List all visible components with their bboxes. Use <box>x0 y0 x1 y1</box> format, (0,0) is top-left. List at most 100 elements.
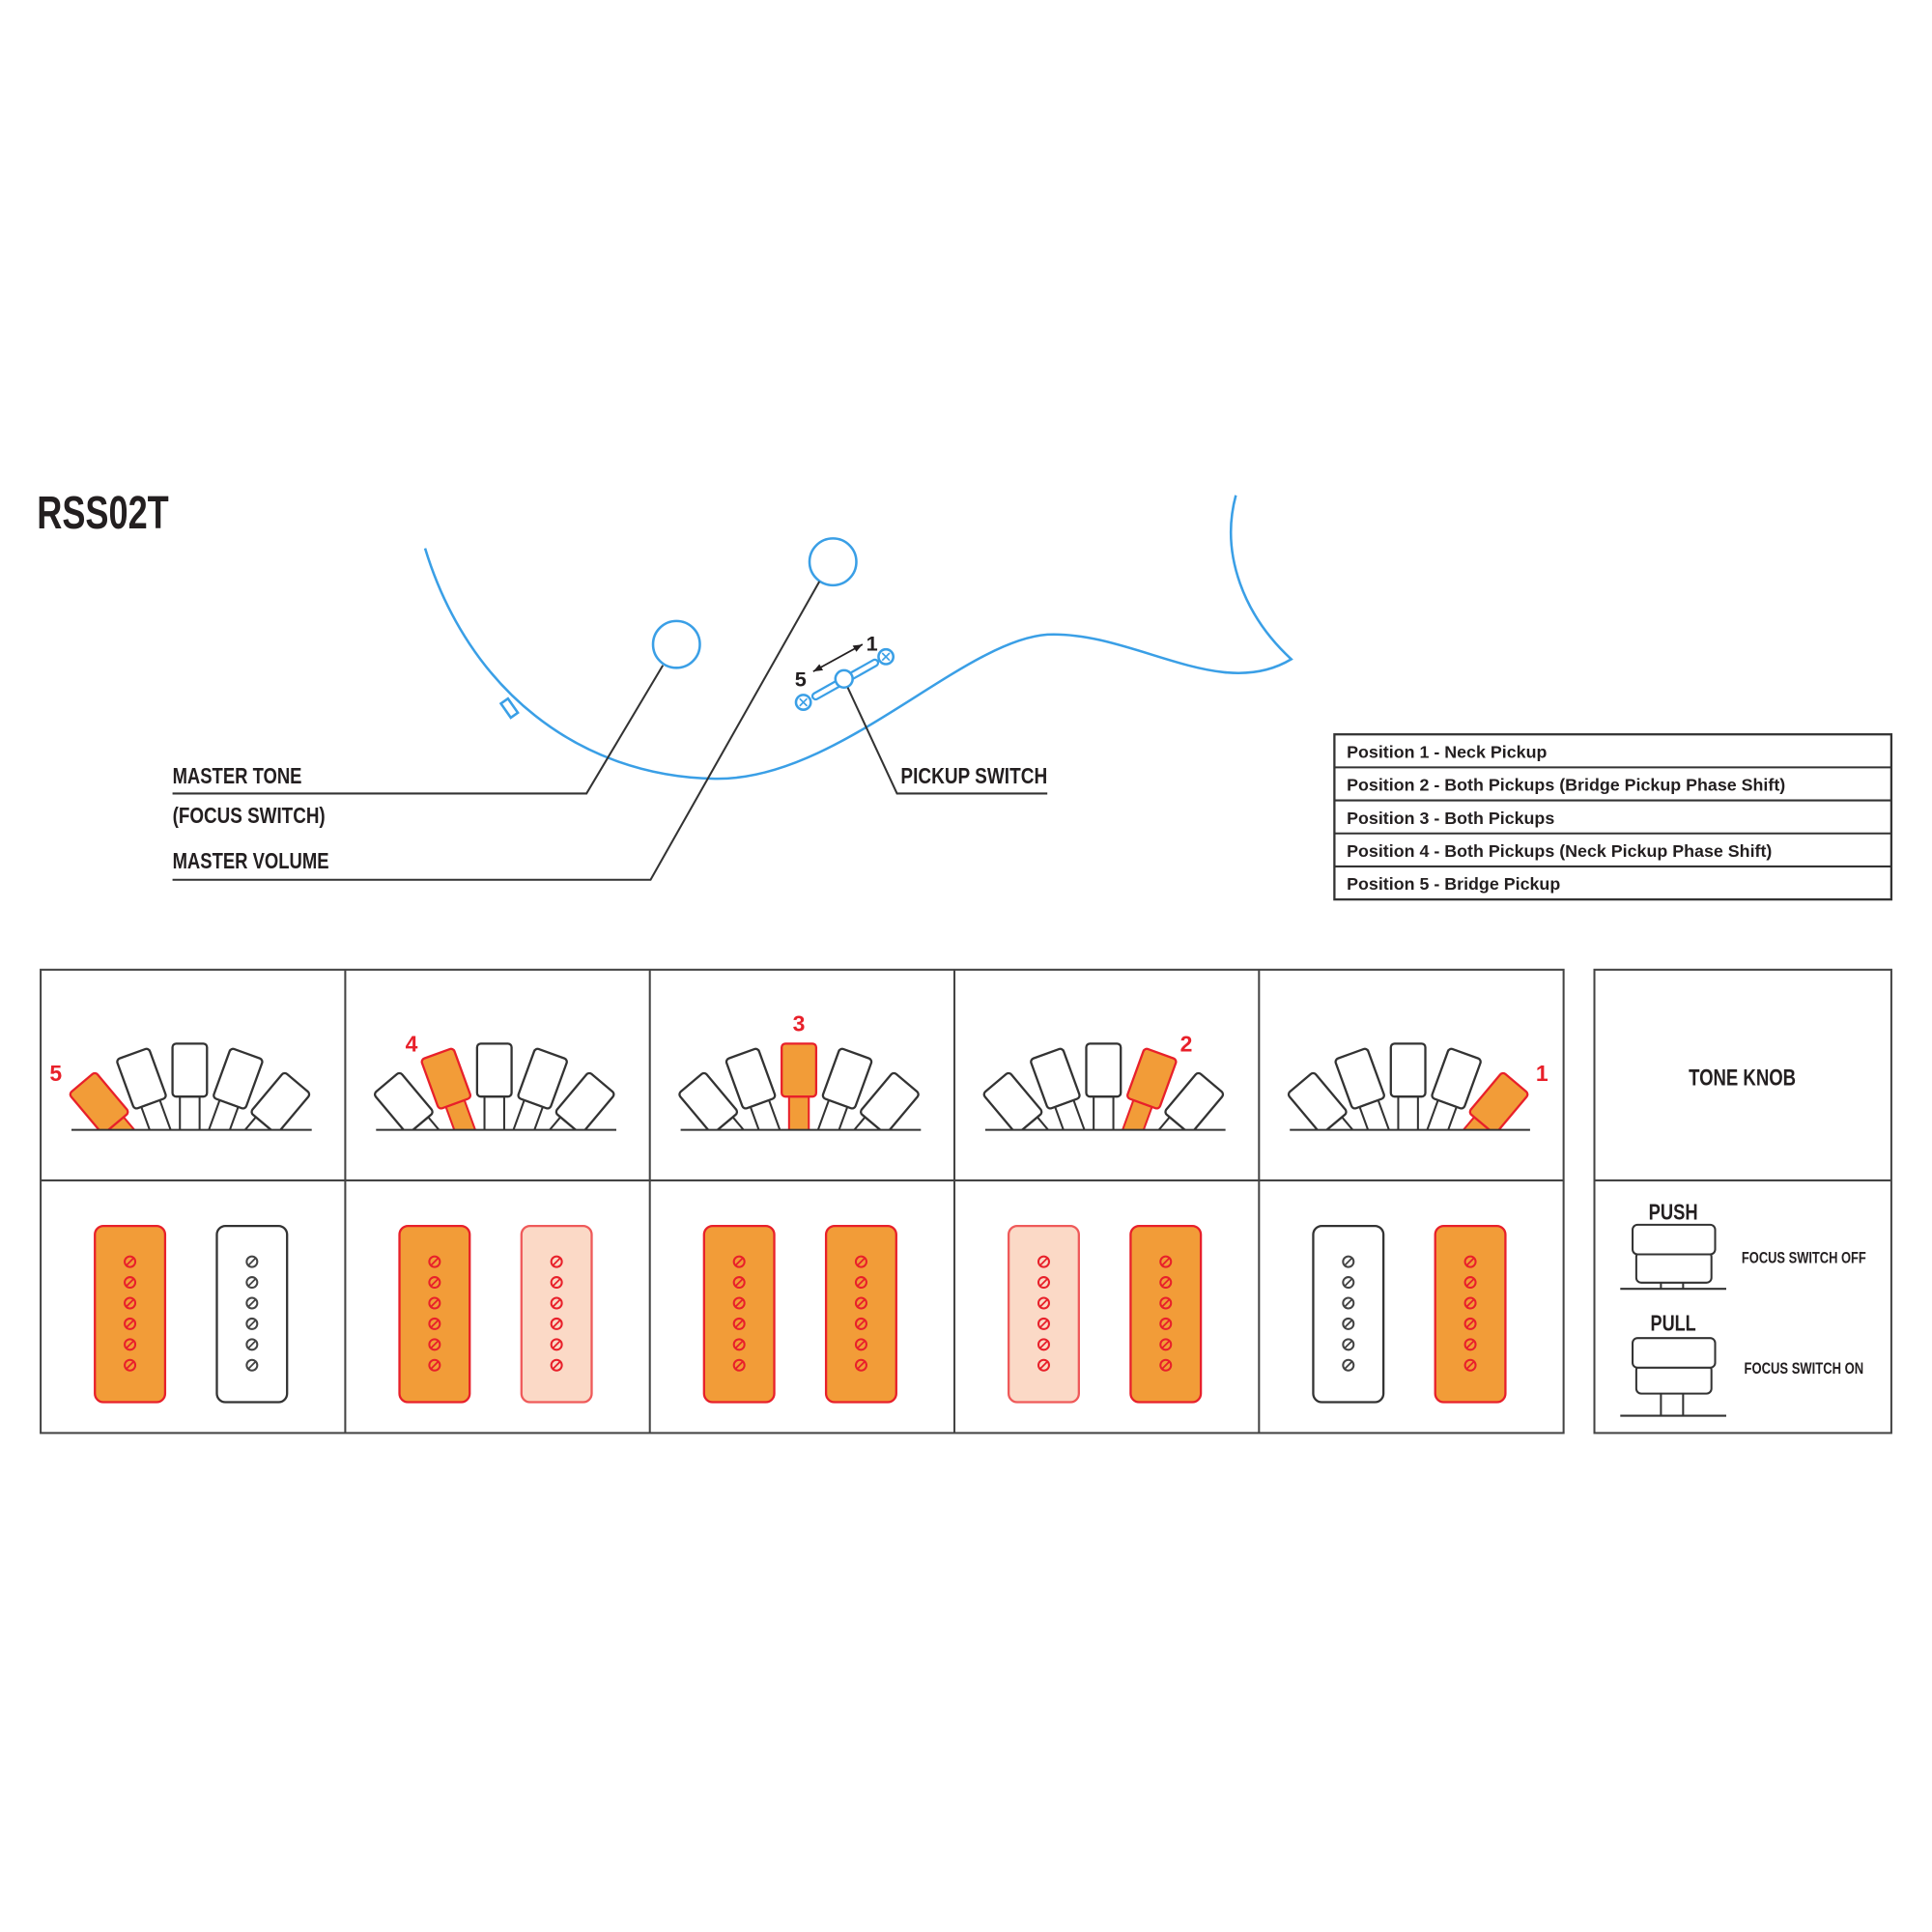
pole-piece-icon <box>1159 1338 1173 1351</box>
lever-fan <box>982 1042 1225 1130</box>
pole-piece-icon <box>732 1276 746 1290</box>
lever <box>1334 1047 1426 1130</box>
pole-piece-icon <box>1159 1276 1173 1290</box>
lever <box>776 1071 920 1130</box>
pole-piece-icon <box>428 1358 441 1372</box>
pole-piece-icon <box>245 1255 259 1268</box>
pole-piece-icon <box>1342 1338 1355 1351</box>
position-number: 3 <box>793 1011 806 1037</box>
pole-piece-icon <box>854 1358 867 1372</box>
pole-piece-icon <box>1463 1317 1477 1330</box>
lever <box>167 1071 311 1130</box>
pole-piece-icon <box>1159 1296 1173 1310</box>
lever <box>1287 1071 1431 1130</box>
lever-selected <box>69 1071 213 1130</box>
switch-position-cell: 5 <box>49 1042 312 1404</box>
pole-piece-icon <box>550 1358 563 1372</box>
knob-pulled-icon <box>1620 1337 1726 1417</box>
switch-position-grid: 5 4 3 2 1 <box>40 968 1565 1435</box>
lever <box>373 1071 517 1130</box>
pole-piece-icon <box>428 1276 441 1290</box>
lever <box>1030 1047 1122 1130</box>
pole-piece-icon <box>428 1296 441 1310</box>
switch-leader-line <box>846 687 1048 795</box>
pole-piece-icon <box>1159 1317 1173 1330</box>
lever-selected <box>781 1042 818 1130</box>
lever-fan <box>1287 1042 1529 1130</box>
pole-piece-icon <box>428 1317 441 1330</box>
table-row: Position 1 - Neck Pickup <box>1347 742 1547 761</box>
lever-fan <box>373 1042 615 1130</box>
lever-selected <box>1086 1047 1178 1130</box>
lever <box>171 1042 209 1130</box>
pickup-on <box>1434 1224 1507 1404</box>
pole-piece-icon <box>1037 1338 1050 1351</box>
arrow-icon <box>812 643 864 672</box>
pole-piece-icon <box>854 1276 867 1290</box>
pole-piece-icon <box>732 1358 746 1372</box>
pole-piece-icon <box>1037 1276 1050 1290</box>
pickup-on <box>1129 1224 1203 1404</box>
switch-position-cell: 4 <box>373 1031 617 1404</box>
pickup-switch-graphic: 5 1 <box>794 631 895 711</box>
pole-piece-icon <box>550 1338 563 1351</box>
volume-leader-line <box>172 581 821 881</box>
pickup-off <box>1312 1224 1385 1404</box>
switch-label-5: 5 <box>795 667 807 691</box>
master-volume-label: MASTER VOLUME <box>173 848 329 873</box>
pole-piece-icon <box>1037 1255 1050 1268</box>
lever <box>1390 1047 1482 1130</box>
pole-piece-icon <box>854 1255 867 1268</box>
pole-piece-icon <box>550 1255 563 1268</box>
lever-fan <box>678 1042 920 1130</box>
lever <box>476 1047 568 1130</box>
lever <box>1389 1042 1427 1130</box>
pole-piece-icon <box>245 1317 259 1330</box>
focus-switch-label: (FOCUS SWITCH) <box>173 803 326 828</box>
pole-piece-icon <box>550 1276 563 1290</box>
switch-position-cell: 2 <box>982 1031 1226 1404</box>
pole-piece-icon <box>1463 1358 1477 1372</box>
pole-piece-icon <box>1463 1296 1477 1310</box>
pole-piece-icon <box>854 1317 867 1330</box>
pole-piece-icon <box>428 1255 441 1268</box>
switch-position-cell: 1 <box>1287 1042 1548 1404</box>
pickup-on <box>398 1224 471 1404</box>
position-number: 1 <box>1536 1061 1548 1086</box>
lever <box>475 1042 513 1130</box>
pole-piece-icon <box>1159 1358 1173 1372</box>
lever <box>678 1071 822 1130</box>
pole-piece-icon <box>1342 1317 1355 1330</box>
pole-piece-icon <box>1463 1338 1477 1351</box>
tone-knob-title: TONE KNOB <box>1689 1065 1796 1092</box>
table-row: Position 3 - Both Pickups <box>1347 809 1554 828</box>
screw-icon <box>877 647 895 666</box>
pole-piece-icon <box>1463 1255 1477 1268</box>
lever <box>471 1071 615 1130</box>
pole-piece-icon <box>124 1255 137 1268</box>
pole-piece-icon <box>550 1317 563 1330</box>
lever <box>172 1047 264 1130</box>
pickup-off <box>215 1224 289 1404</box>
pickup-on <box>702 1224 776 1404</box>
switch-label-1: 1 <box>867 631 878 655</box>
pickup-on <box>824 1224 897 1404</box>
lever-selected <box>1385 1071 1529 1130</box>
pole-piece-icon <box>124 1296 137 1310</box>
pull-label: PULL <box>1651 1311 1696 1336</box>
pole-piece-icon <box>124 1317 137 1330</box>
pole-piece-icon <box>732 1317 746 1330</box>
pole-piece-icon <box>1342 1358 1355 1372</box>
tone-knob-panel: TONE KNOB PUSH FOCUS SWITCH OFF PULL FOC… <box>1593 968 1892 1435</box>
pickup-on <box>94 1224 167 1404</box>
pole-piece-icon <box>245 1358 259 1372</box>
pole-piece-icon <box>1342 1296 1355 1310</box>
knob-pushed-icon <box>1620 1223 1726 1291</box>
table-row: Position 5 - Bridge Pickup <box>1347 874 1560 894</box>
lever-selected <box>420 1047 513 1130</box>
lever <box>982 1071 1126 1130</box>
position-number: 5 <box>49 1061 62 1086</box>
pole-piece-icon <box>854 1296 867 1310</box>
pickup-partial <box>520 1224 593 1404</box>
